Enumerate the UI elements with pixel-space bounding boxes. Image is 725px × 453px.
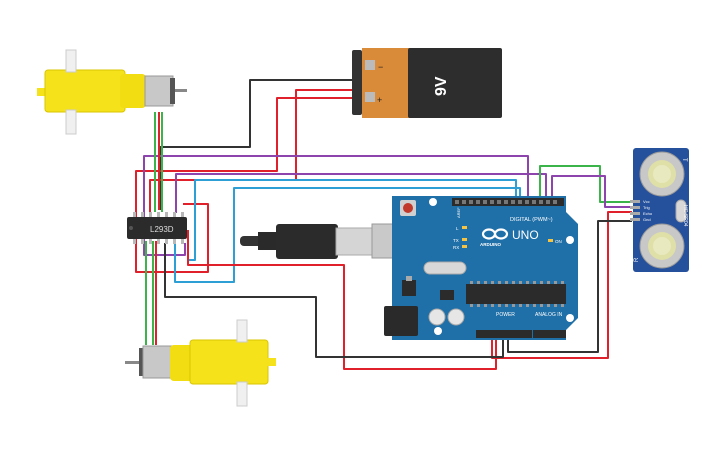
motor-shaft	[125, 361, 139, 364]
sensor-r-label: R	[634, 257, 640, 262]
wire-blue-2	[174, 187, 521, 283]
led-l	[462, 226, 467, 229]
motor-driver-ic[interactable]: L293D	[127, 212, 187, 244]
arduino-logo-icon	[481, 228, 509, 240]
logo-brand-text: ARDUINO	[480, 242, 501, 247]
dc-motor-top[interactable]	[37, 49, 187, 135]
aref-label: AREF	[456, 207, 461, 218]
motor-can	[144, 75, 174, 107]
mount-hole	[566, 236, 574, 244]
sensor-transducer-bottom	[639, 223, 685, 269]
motor-axle-rod	[266, 358, 276, 366]
motor-mount-top	[65, 49, 77, 73]
wire-purple-2	[175, 173, 547, 213]
motor-can-end	[170, 78, 175, 104]
motor-mount-bottom	[236, 381, 248, 407]
motor-can-end	[139, 348, 144, 376]
analog-label: ANALOG IN	[535, 312, 563, 318]
battery-orange-section	[362, 48, 410, 118]
ic-pins-top	[133, 212, 184, 218]
led-on	[548, 239, 553, 242]
usb-cable[interactable]	[240, 223, 407, 259]
wire-purple-sensor	[551, 175, 632, 208]
usb-plug-body	[276, 224, 338, 259]
power-jack[interactable]	[384, 306, 418, 336]
capacitor	[447, 308, 465, 326]
arduino-uno-board[interactable]: DIGITAL (PWM~) AREF L TX RX ON UNO ARDUI…	[384, 196, 578, 340]
led-rx	[462, 245, 467, 248]
atmega-pins	[470, 281, 564, 307]
mount-hole	[566, 314, 574, 322]
icsp-header	[440, 290, 454, 300]
ultrasonic-sensor[interactable]: Vcc Trig Echo Gnd HC-SR04 T R	[630, 148, 689, 272]
ic-pins-bottom	[133, 238, 184, 244]
sensor-t-label: T	[681, 158, 687, 162]
usb-cable-end	[240, 236, 262, 246]
on-label: ON	[555, 239, 562, 244]
sensor-crystal	[675, 199, 687, 223]
ic-label: L293D	[150, 225, 174, 234]
battery-terminal-cap	[352, 50, 362, 115]
battery-minus-sign: −	[378, 62, 383, 72]
wire-green-sensor	[539, 165, 632, 203]
rx-label: RX	[453, 245, 459, 250]
battery-dark-section	[408, 48, 502, 118]
motor-mount-bottom	[65, 109, 77, 135]
reset-button-cap[interactable]	[403, 203, 413, 213]
mount-hole	[429, 198, 437, 206]
wires	[135, 79, 632, 370]
dc-motor-bottom[interactable]	[125, 319, 276, 407]
voltage-regulator	[402, 280, 416, 296]
digital-header-pins	[455, 200, 557, 204]
wire-battery-negative	[159, 79, 356, 210]
sensor-pin-echo: Echo	[643, 211, 653, 216]
motor-mount-top	[236, 319, 248, 343]
led-l-label: L	[456, 226, 459, 231]
wire-black-sensor	[507, 220, 632, 353]
motor-axle-rod	[37, 88, 47, 96]
wire-red-sensor	[491, 211, 632, 359]
capacitor	[428, 308, 446, 326]
battery-label: 9V	[433, 76, 450, 96]
voltage-regulator-tab	[406, 276, 412, 281]
motor-can	[142, 345, 174, 379]
motor-gearbox	[189, 339, 269, 385]
tx-label: TX	[453, 238, 459, 243]
wire-purple-1	[143, 155, 529, 256]
analog-header	[533, 330, 566, 338]
power-label: POWER	[496, 312, 515, 318]
atmega-chip	[466, 284, 566, 304]
battery-terminal-minus	[365, 60, 375, 70]
sensor-pin-trig: Trig	[643, 205, 650, 210]
battery-9v[interactable]: − + 9V	[352, 48, 502, 118]
wire-blue-1	[188, 179, 517, 261]
led-tx	[462, 238, 467, 241]
logo-uno-text: UNO	[512, 228, 539, 242]
usb-cable-strain	[258, 232, 278, 250]
crystal-oscillator	[423, 261, 467, 275]
wire-battery-positive-2	[149, 89, 356, 212]
digital-label: DIGITAL (PWM~)	[510, 217, 553, 223]
motor-shaft	[175, 89, 187, 92]
mount-hole	[434, 327, 442, 335]
ic-body	[127, 217, 187, 239]
wire-red-5v	[187, 230, 497, 370]
wire-black-gnd	[164, 243, 504, 358]
sensor-pins	[630, 200, 640, 221]
sensor-pin-vcc: Vcc	[643, 199, 650, 204]
sensor-pin-gnd: Gnd	[643, 217, 651, 222]
usb-plug-metal	[335, 227, 373, 256]
sensor-model-label: HC-SR04	[682, 205, 688, 227]
battery-plus-sign: +	[377, 95, 382, 105]
motor-gearbox-bulge	[120, 74, 146, 108]
battery-terminal-plus	[365, 92, 375, 102]
motor-gearbox	[44, 69, 126, 113]
sensor-transducer-top	[639, 151, 685, 197]
power-header	[476, 330, 532, 338]
ic-notch	[129, 226, 133, 230]
